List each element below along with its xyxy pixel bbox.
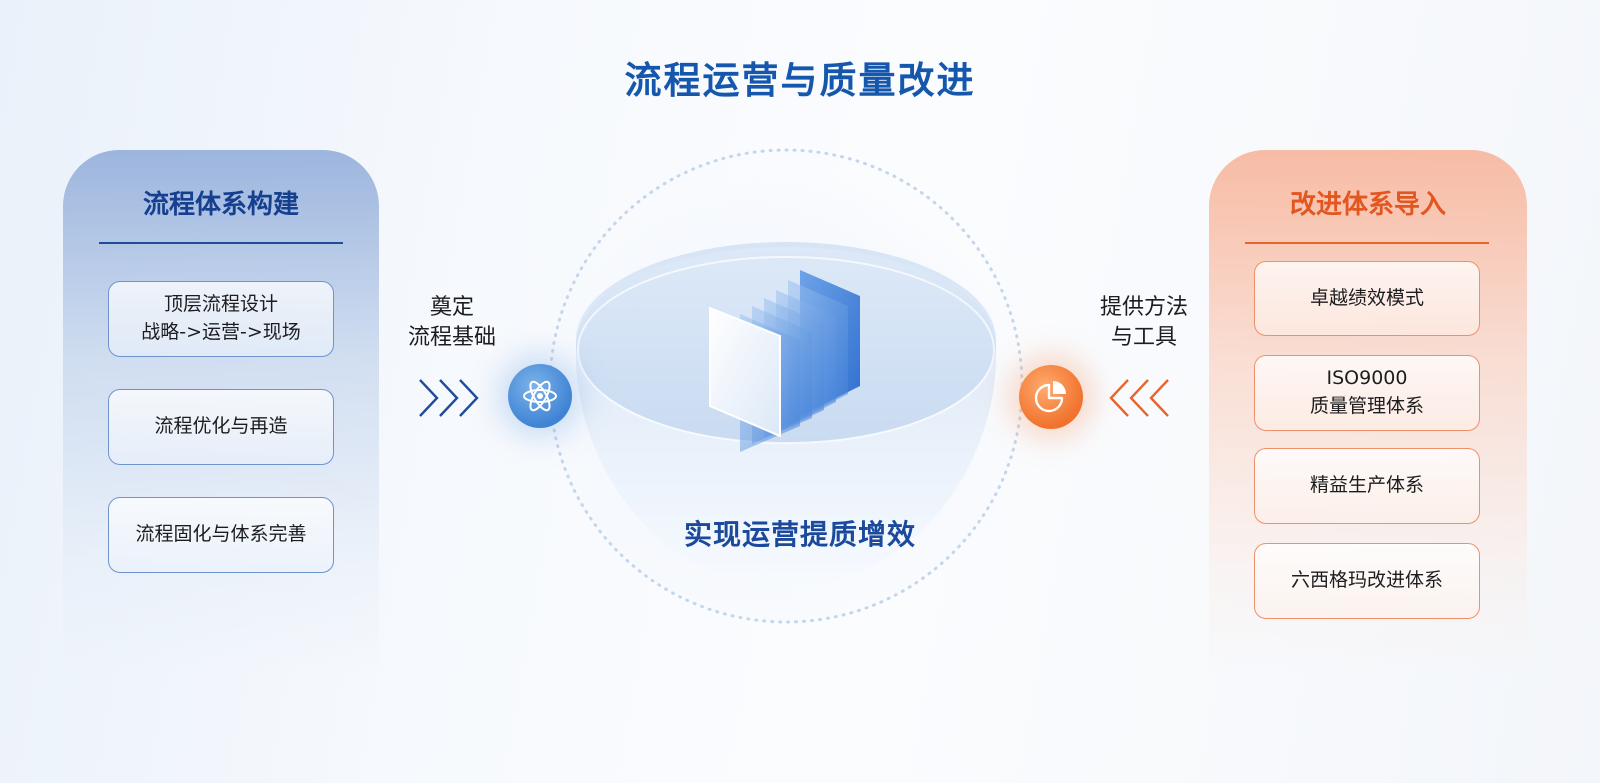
stacked-layers-icon <box>709 270 860 452</box>
pie-chart-icon <box>1019 365 1083 429</box>
atom-icon <box>508 364 572 428</box>
left-panel-title: 流程体系构建 <box>142 190 299 220</box>
bowl-rim-highlight <box>577 256 995 444</box>
right-panel-title: 改进体系导入 <box>1289 190 1446 220</box>
left-chevrons-icon <box>1109 379 1169 417</box>
right-item-six-sigma: 六西格玛改进体系 <box>1254 543 1480 619</box>
page-title: 流程运营与质量改进 <box>624 59 976 102</box>
left-item-optimization: 流程优化与再造 <box>108 389 334 465</box>
left-panel-divider <box>99 242 343 244</box>
left-connector-label: 奠定 流程基础 <box>407 295 496 350</box>
left-item-top-level-design: 顶层流程设计 战略->运营->现场 <box>108 281 334 357</box>
right-connector-label: 提供方法 与工具 <box>1099 295 1188 350</box>
right-item-lean: 精益生产体系 <box>1254 448 1480 524</box>
center-graphic <box>548 148 1024 624</box>
center-label: 实现运营提质增效 <box>683 518 916 551</box>
right-item-excellence: 卓越绩效模式 <box>1254 261 1480 336</box>
right-item-iso9000: ISO9000 质量管理体系 <box>1254 355 1480 431</box>
left-item-solidification: 流程固化与体系完善 <box>108 497 334 573</box>
left-panel: 流程体系构建 顶层流程设计 战略->运营->现场 流程优化与再造 流程固化与体系… <box>63 150 379 672</box>
right-panel-divider <box>1245 242 1489 244</box>
right-panel: 改进体系导入 卓越绩效模式 ISO9000 质量管理体系 精益生产体系 六西格玛… <box>1209 150 1527 672</box>
right-chevrons-icon <box>419 379 479 417</box>
